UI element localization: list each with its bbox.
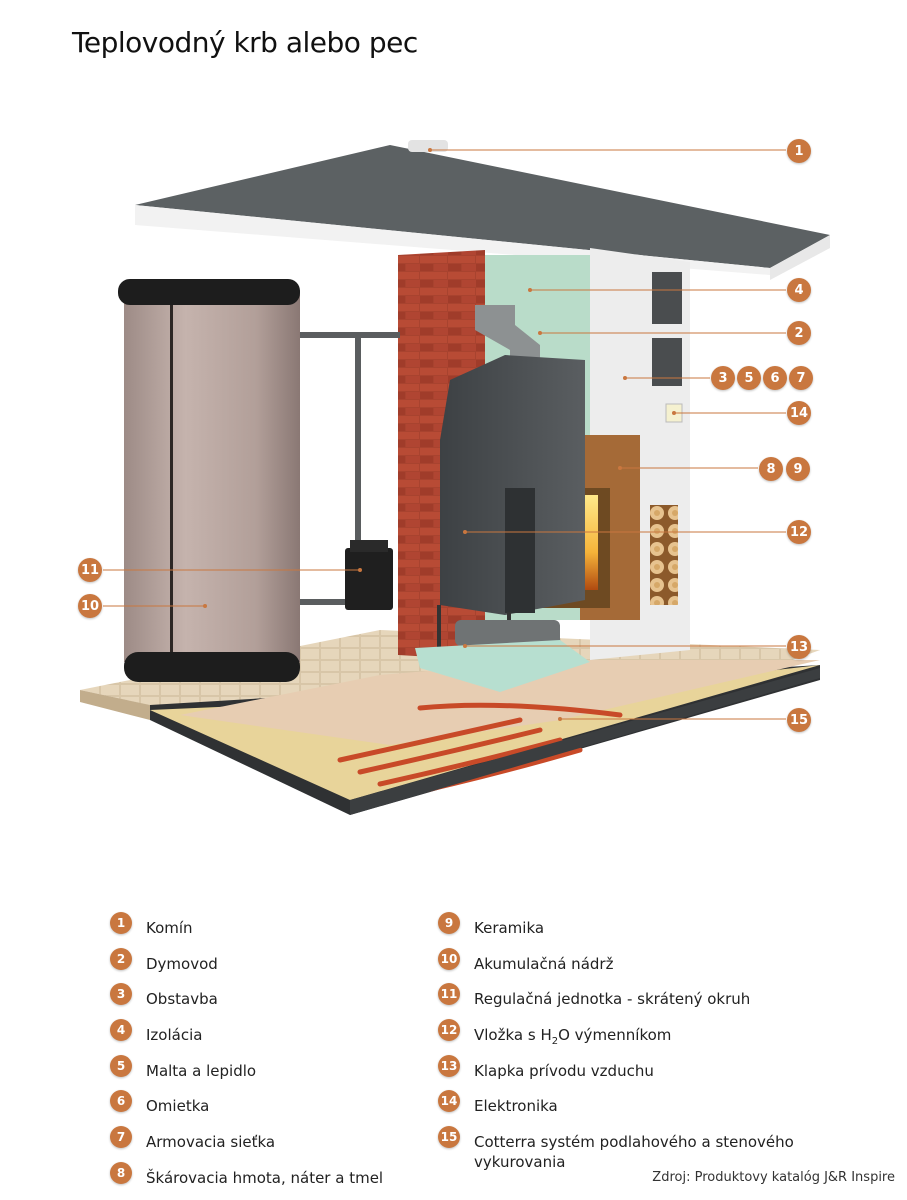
legend-label: Elektronika — [474, 1097, 558, 1115]
chimney-cap — [408, 140, 448, 152]
firewood — [650, 505, 678, 605]
callout-5: 5 — [737, 366, 761, 390]
fireplace-diagram — [80, 140, 830, 815]
callout-8: 8 — [759, 457, 783, 481]
legend-label: Komín — [146, 919, 193, 937]
floor-edge — [350, 668, 820, 815]
ceiling-front — [770, 235, 830, 280]
legend-badge: 2 — [110, 948, 132, 970]
legend-label-post: O výmenníkom — [558, 1026, 672, 1044]
legend-label-pre: Vložka s H — [474, 1026, 552, 1044]
legend-item-15: 15 Cotterra systém podlahového a stenové… — [438, 1126, 834, 1172]
legend-item-6: 6 Omietka — [110, 1090, 476, 1116]
tank-pipes — [300, 332, 400, 605]
legend-label: Akumulačná nádrž — [474, 955, 614, 973]
legend-label: Škárovacia hmota, náter a tmel — [146, 1169, 384, 1187]
legend-label: Omietka — [146, 1097, 210, 1115]
leader-lines — [103, 149, 786, 720]
legend-label: Malta a lepidlo — [146, 1062, 257, 1080]
regulation-unit-top — [350, 540, 388, 552]
legend-label: Dymovod — [146, 955, 218, 973]
legend-badge: 12 — [438, 1019, 460, 1041]
legend-item-11: 11 Regulačná jednotka - skrátený okruh — [438, 983, 804, 1009]
regulation-unit — [345, 548, 393, 610]
legend-label: Cotterra systém podlahového a stenového … — [474, 1133, 794, 1171]
legend-label: Regulačná jednotka - skrátený okruh — [474, 990, 751, 1008]
legend-badge: 10 — [438, 948, 460, 970]
callout-13: 13 — [787, 635, 811, 659]
legend-badge: 1 — [110, 912, 132, 934]
legend-badge: 3 — [110, 983, 132, 1005]
legend-badge: 15 — [438, 1126, 460, 1148]
paving-edge — [80, 690, 150, 720]
legend-label: Izolácia — [146, 1026, 203, 1044]
legend-badge: 14 — [438, 1090, 460, 1112]
legend-item-2: 2 Dymovod — [110, 948, 476, 974]
tank-top-ring — [118, 279, 300, 305]
callout-2: 2 — [787, 321, 811, 345]
legend-item-1: 1 Komín — [110, 912, 476, 938]
callout-12: 12 — [787, 520, 811, 544]
legend-item-10: 10 Akumulačná nádrž — [438, 948, 804, 974]
callout-10: 10 — [78, 594, 102, 618]
floor-insulation — [150, 665, 820, 800]
air-flap — [455, 620, 560, 646]
legend-label: Vložka s H2O výmenníkom — [474, 1025, 804, 1052]
enclosure-niche-mid — [652, 338, 682, 386]
heating-pipes — [337, 702, 623, 799]
legend-badge: 5 — [110, 1055, 132, 1077]
legend-label: Obstavba — [146, 990, 218, 1008]
legend-label-sub: 2 — [551, 1036, 559, 1047]
callout-3: 3 — [711, 366, 735, 390]
legend-badge: 6 — [110, 1090, 132, 1112]
legend-badge: 11 — [438, 983, 460, 1005]
tank-seam — [170, 295, 173, 657]
callout-1: 1 — [787, 139, 811, 163]
legend-label: Klapka prívodu vzduchu — [474, 1062, 654, 1080]
ceiling-slab — [135, 145, 830, 268]
legend-badge: 8 — [110, 1162, 132, 1184]
source-note: Zdroj: Produktovy katalóg J&R Inspire — [652, 1170, 895, 1185]
page-title: Teplovodný krb alebo pec — [72, 26, 418, 59]
legend-badge: 13 — [438, 1055, 460, 1077]
callout-7: 7 — [789, 366, 813, 390]
callout-11: 11 — [78, 558, 102, 582]
floor-tiles — [180, 660, 820, 745]
callout-6: 6 — [763, 366, 787, 390]
legend-badge: 7 — [110, 1126, 132, 1148]
legend-item-3: 3 Obstavba — [110, 983, 476, 1009]
legend-item-4: 4 Izolácia — [110, 1019, 476, 1045]
tank-bottom-ring — [124, 652, 300, 682]
stove-leg-left — [437, 605, 441, 657]
legend-item-12: 12 Vložka s H2O výmenníkom — [438, 1019, 804, 1052]
legend-badge: 9 — [438, 912, 460, 934]
stove-base — [415, 640, 590, 692]
callout-15: 15 — [787, 708, 811, 732]
callout-4: 4 — [787, 278, 811, 302]
accumulation-tank — [124, 290, 300, 662]
legend-label: Armovacia sieťka — [146, 1133, 276, 1151]
stove-door-frame — [505, 488, 535, 613]
callout-14: 14 — [787, 401, 811, 425]
enclosure-niche-top — [652, 272, 682, 324]
legend-badge: 4 — [110, 1019, 132, 1041]
callout-9: 9 — [786, 457, 810, 481]
legend-item-9: 9 Keramika — [438, 912, 804, 938]
legend-item-13: 13 Klapka prívodu vzduchu — [438, 1055, 804, 1081]
legend-item-14: 14 Elektronika — [438, 1090, 804, 1116]
legend-item-8: 8 Škárovacia hmota, náter a tmel — [110, 1162, 476, 1188]
legend-item-7: 7 Armovacia sieťka — [110, 1126, 476, 1152]
stove-body — [440, 355, 585, 615]
leader-dots — [203, 148, 676, 721]
legend-item-5: 5 Malta a lepidlo — [110, 1055, 476, 1081]
legend-label: Keramika — [474, 919, 545, 937]
